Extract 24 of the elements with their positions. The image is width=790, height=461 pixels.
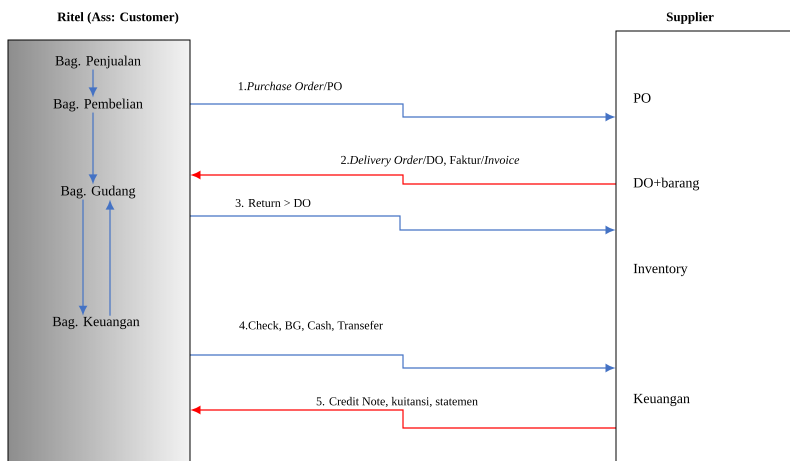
arrow <box>190 215 614 234</box>
arrow <box>192 171 616 185</box>
arrow <box>79 200 87 314</box>
department-label: Bag. Keuangan <box>52 316 140 330</box>
department-label: PO <box>634 93 651 103</box>
arrow <box>192 406 616 429</box>
node-label: Supplier <box>666 12 714 24</box>
node-label: Ritel (Ass: Customer) <box>57 12 178 24</box>
arrow <box>106 201 114 316</box>
edge-label: 2.Delivery Order/DO, Faktur/Invoice <box>341 156 520 166</box>
edge-label: 1.Purchase Order/PO <box>238 82 342 90</box>
department-label: Inventory <box>634 264 688 276</box>
edge-label: 5. Credit Note, kuitansi, statemen <box>316 396 478 408</box>
arrow <box>190 103 614 121</box>
department-label: Bag. Pembelian <box>54 98 143 112</box>
edge-label: 3. Return > DO <box>236 198 310 208</box>
arrow <box>89 70 97 96</box>
department-label: Keuangan <box>634 394 690 406</box>
edge-label: 4.Check, BG, Cash, Transefer <box>239 320 383 332</box>
arrow <box>190 354 614 372</box>
department-label: DO+barang <box>634 178 700 190</box>
department-label: Bag. Gudang <box>60 186 136 198</box>
department-label: Bag. Penjualan <box>55 56 141 68</box>
arrow <box>89 112 97 183</box>
